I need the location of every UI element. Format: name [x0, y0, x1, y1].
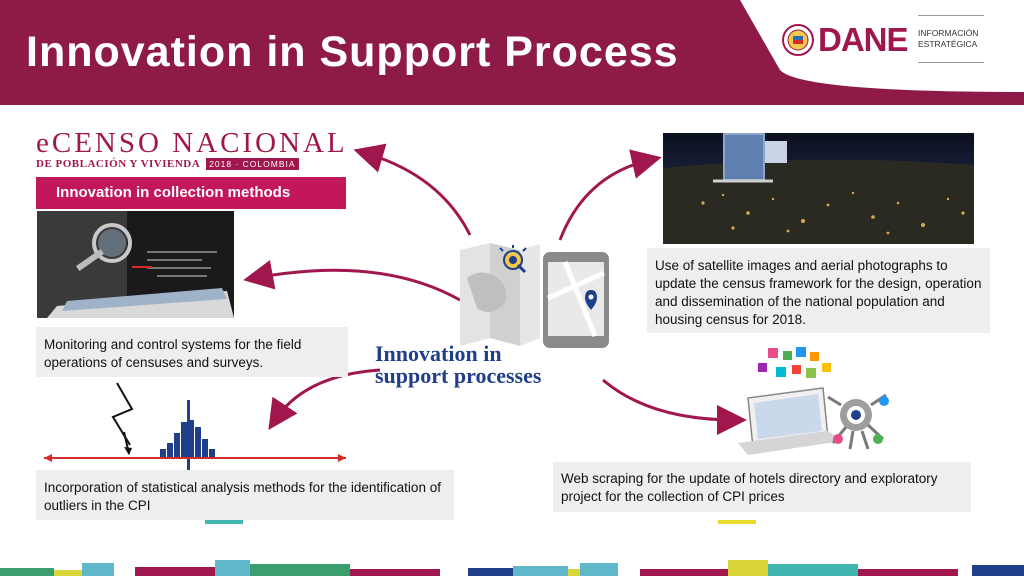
- dane-sub-line2: ESTRATÉGICA: [918, 39, 978, 49]
- center-label-line1: Innovation in: [375, 341, 502, 366]
- logo-divider-top: [918, 15, 984, 16]
- dane-sub-line1: INFORMACIÓN: [918, 28, 979, 38]
- ecenso-year-badge: 2018 · COLOMBIA: [206, 158, 299, 170]
- satellite-photo: [663, 133, 974, 244]
- ecenso-subtitle: DE POBLACIÓN Y VIVIENDA: [36, 158, 201, 170]
- accent-yellow-web: [718, 520, 756, 524]
- logo-tab: [740, 0, 1024, 92]
- seal-icon: [782, 24, 814, 56]
- tablet-photo: [37, 211, 234, 318]
- ecenso-subtitle-row: DE POBLACIÓN Y VIVIENDA 2018 · COLOMBIA: [36, 158, 346, 170]
- arrow-to-webscraping: [602, 378, 747, 435]
- ecenso-title: eCENSO NACIONAL: [36, 127, 348, 159]
- webscraping-textbox: Web scraping for the update of hotels di…: [553, 462, 971, 512]
- dane-logo-text: DANE: [818, 21, 909, 58]
- outlier-histogram-graphic: [44, 382, 346, 470]
- arrow-to-ecenso: [353, 143, 472, 236]
- center-label-line2: support processes: [375, 363, 542, 388]
- monitoring-textbox: Monitoring and control systems for the f…: [36, 327, 348, 377]
- collection-methods-banner: Innovation in collection methods: [36, 177, 346, 209]
- arrow-to-monitoring: [243, 259, 461, 302]
- satellite-textbox: Use of satellite images and aerial photo…: [647, 248, 990, 333]
- statistical-textbox: Incorporation of statistical analysis me…: [36, 470, 454, 520]
- bottom-color-bar: [0, 560, 1024, 576]
- ecenso-logo: eCENSO NACIONAL DE POBLACIÓN Y VIVIENDA …: [36, 128, 346, 170]
- center-label: Innovation in support processes: [375, 343, 541, 387]
- map-phone-graphic: [460, 243, 609, 348]
- accent-teal-stat: [205, 520, 243, 524]
- dane-logo-subtitle: INFORMACIÓN ESTRATÉGICA: [918, 28, 978, 50]
- web-scraping-graphic: [738, 347, 889, 455]
- arrow-to-satellite: [558, 149, 662, 241]
- page-title: Innovation in Support Process: [26, 28, 679, 76]
- logo-divider-bottom: [918, 62, 984, 63]
